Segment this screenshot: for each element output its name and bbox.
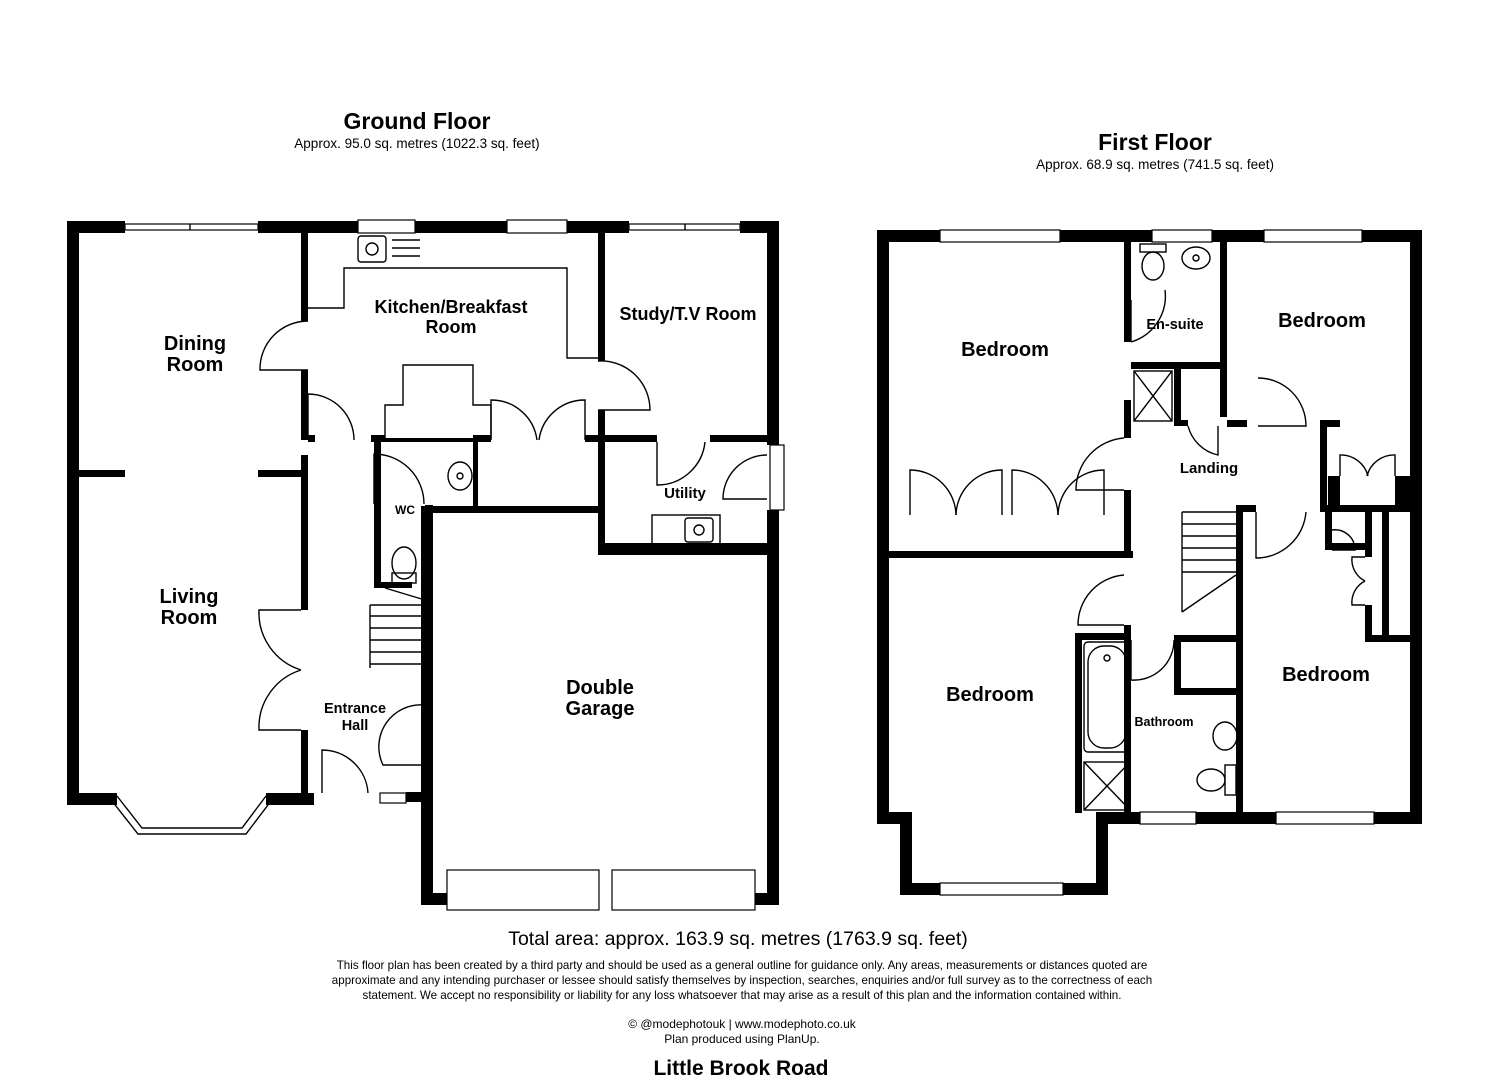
utility-label: Utility	[664, 485, 706, 502]
disclaimer-line-2: approximate and any intending purchaser …	[332, 974, 1152, 987]
first-floor-title: First Floor	[1098, 129, 1212, 155]
garage-label: Double	[566, 677, 634, 699]
ground-floor-title: Ground Floor	[344, 108, 491, 134]
first-floor-windows	[939, 229, 1375, 896]
disclaimer-line-1: This floor plan has been created by a th…	[337, 959, 1148, 972]
ground-floor-fixtures	[308, 235, 721, 668]
living-room-label: Living	[160, 586, 219, 608]
landing-label: Landing	[1180, 460, 1238, 477]
street-name: Little Brook Road	[653, 1057, 828, 1080]
credit-line: © @modephotouk | www.modephoto.co.uk	[628, 1017, 857, 1031]
bedroom-3-label: Bedroom	[946, 684, 1034, 706]
bedroom-1-label: Bedroom	[961, 339, 1049, 361]
bathroom-label: Bathroom	[1134, 715, 1193, 729]
garage-label-2: Garage	[566, 698, 635, 720]
first-floor-room-labels: Bedroom En-suite Bedroom Landing Bedroom…	[946, 310, 1370, 729]
first-floor-doors	[909, 289, 1396, 681]
ground-floor-doors	[258, 320, 768, 794]
first-floor-plan: First Floor Approx. 68.9 sq. metres (741…	[877, 129, 1422, 896]
first-floor-walls	[877, 230, 1422, 895]
wc-label: WC	[395, 503, 415, 517]
first-floor-area: Approx. 68.9 sq. metres (741.5 sq. feet)	[1036, 157, 1274, 172]
ground-floor-area: Approx. 95.0 sq. metres (1022.3 sq. feet…	[294, 136, 539, 151]
entrance-hall-label-2: Hall	[342, 718, 369, 734]
kitchen-label-2: Room	[426, 317, 477, 337]
produced-line: Plan produced using PlanUp.	[664, 1032, 819, 1046]
living-room-label-2: Room	[161, 607, 218, 629]
ground-floor-plan: Ground Floor Approx. 95.0 sq. metres (10…	[67, 108, 785, 911]
ensuite-label: En-suite	[1146, 317, 1203, 333]
study-label: Study/T.V Room	[619, 304, 756, 324]
disclaimer-line-3: statement. We accept no responsibility o…	[363, 989, 1122, 1002]
dining-room-label-2: Room	[167, 354, 224, 376]
footer: Total area: approx. 163.9 sq. metres (17…	[332, 928, 1152, 1080]
entrance-hall-label: Entrance	[324, 701, 386, 717]
kitchen-label: Kitchen/Breakfast	[374, 297, 527, 317]
dining-room-label: Dining	[164, 333, 226, 355]
total-area: Total area: approx. 163.9 sq. metres (17…	[508, 928, 968, 950]
ground-floor-walls	[67, 221, 779, 905]
bedroom-4-label: Bedroom	[1282, 664, 1370, 686]
ground-floor-room-labels: Dining Room Kitchen/Breakfast Room Study…	[160, 297, 757, 734]
first-floor-fixtures	[1083, 243, 1238, 811]
ground-floor-windows	[111, 219, 785, 911]
bedroom-2-label: Bedroom	[1278, 310, 1366, 332]
